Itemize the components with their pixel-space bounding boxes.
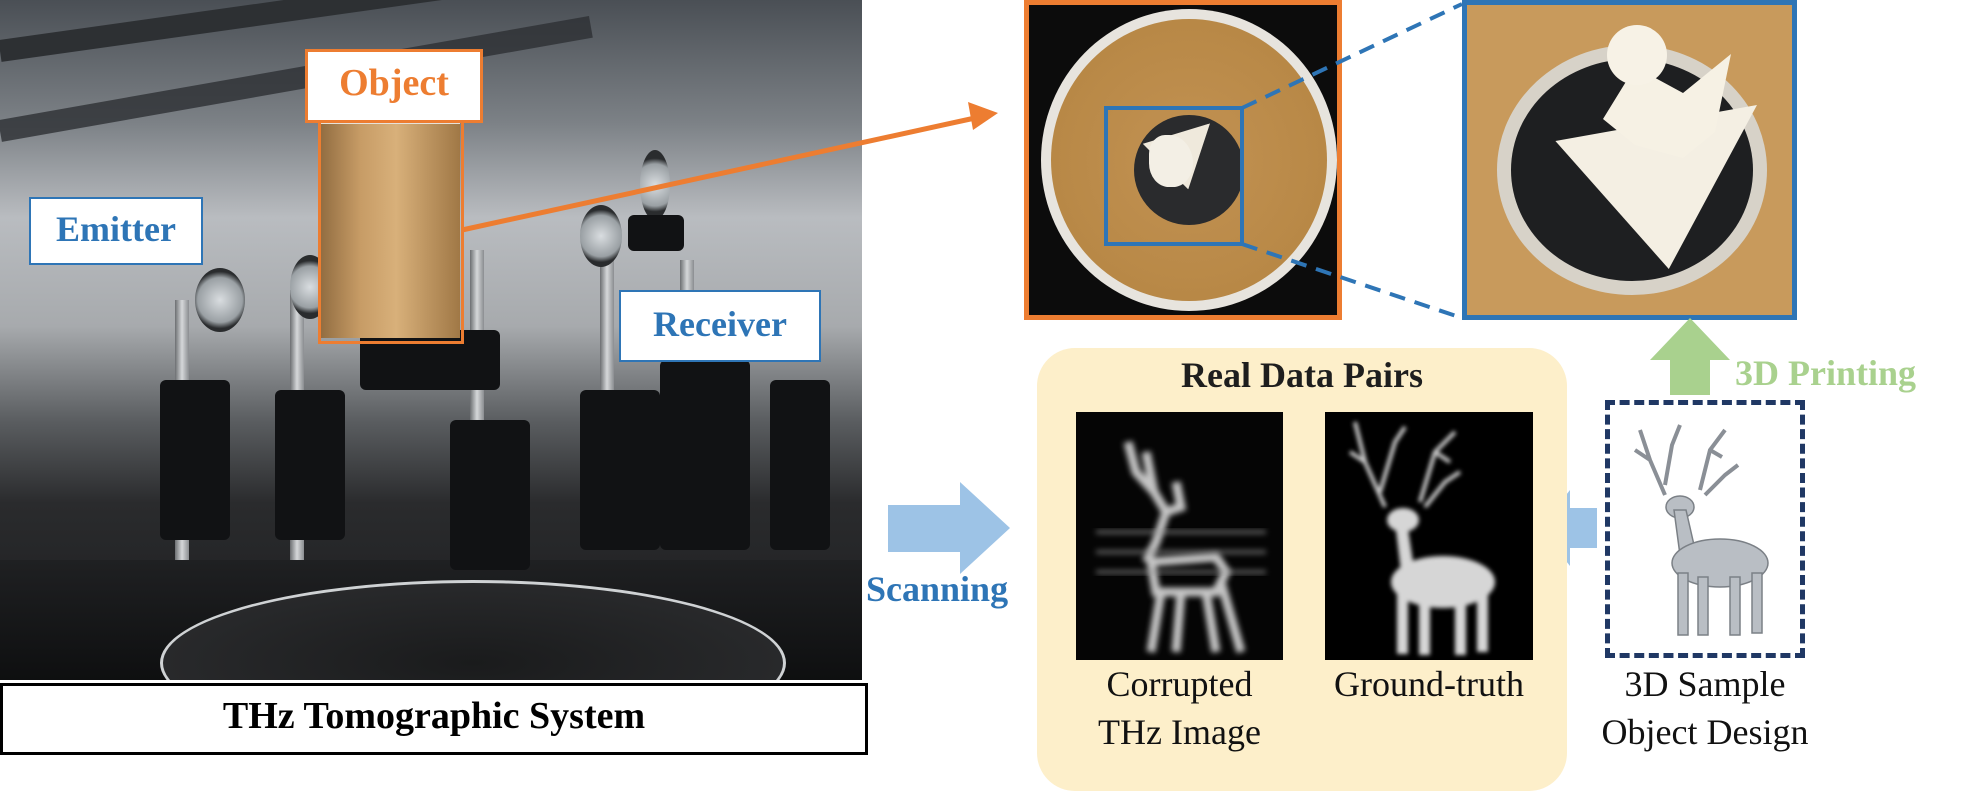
printing-label: 3D Printing xyxy=(1735,353,1917,393)
top-view-photo xyxy=(1024,0,1342,320)
corrupted-caption-line1: Corrupted xyxy=(1106,664,1253,704)
corrupted-caption-line2: THz Image xyxy=(1098,712,1261,752)
corrupted-thz-image xyxy=(1076,412,1283,660)
arrow-left-icon xyxy=(1540,490,1597,566)
gt-deer-figure xyxy=(1348,421,1495,655)
data-pairs-title: Real Data Pairs xyxy=(1181,355,1423,395)
system-caption: THz Tomographic System xyxy=(0,683,868,755)
deer-model-figure xyxy=(1633,424,1769,636)
object-label: Object xyxy=(305,49,483,123)
arrow-up-icon xyxy=(1650,318,1730,395)
zoom-dash-top xyxy=(1241,2,1463,110)
emitter-label: Emitter xyxy=(29,197,203,265)
arrow-right-icon xyxy=(888,482,1010,574)
object-to-photo-arrow xyxy=(461,115,976,233)
zoom-region-box xyxy=(1104,106,1244,246)
ground-truth-caption: Ground-truth xyxy=(1334,664,1524,704)
receiver-label: Receiver xyxy=(619,290,821,362)
zoom-dash-bottom xyxy=(1241,242,1463,320)
ground-truth-image xyxy=(1325,412,1533,660)
zoomed-object-photo xyxy=(1462,0,1797,320)
thz-deer-figure xyxy=(1096,440,1266,654)
arrow-right-icon-orange xyxy=(968,102,998,130)
design-caption-line2: Object Design xyxy=(1601,712,1809,752)
scanning-label: Scanning xyxy=(866,569,1009,609)
design-box xyxy=(1605,400,1805,658)
design-caption-line1: 3D Sample xyxy=(1624,664,1786,704)
